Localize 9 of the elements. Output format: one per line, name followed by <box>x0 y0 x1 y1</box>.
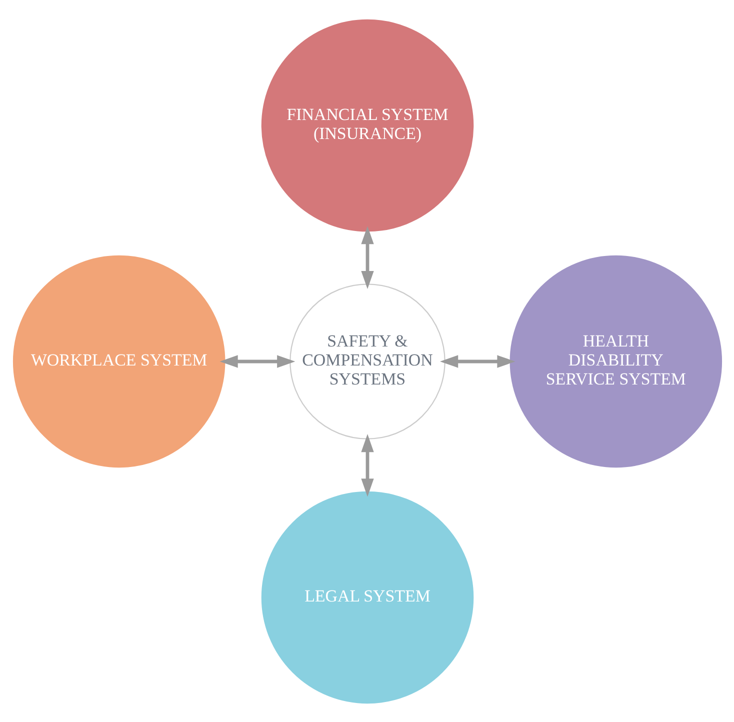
node-circle: SAFETY & COMPENSATION SYSTEMS <box>289 283 445 439</box>
arrow <box>360 226 374 289</box>
arrow <box>219 354 295 368</box>
node-circle: HEALTH DISABILITY SERVICE SYSTEM <box>509 254 722 468</box>
arrow <box>440 354 515 368</box>
node-circle: WORKPLACE SYSTEM <box>12 254 225 468</box>
node-circle: LEGAL SYSTEM <box>260 490 474 704</box>
node-circle: FINANCIAL SYSTEM (INSURANCE) <box>260 18 474 232</box>
arrow <box>360 434 374 496</box>
